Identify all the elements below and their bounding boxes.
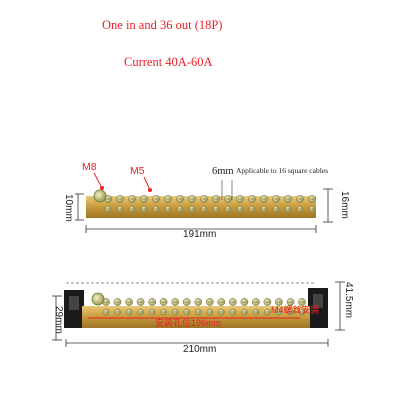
label-screw: M4螺丝安装 bbox=[271, 305, 320, 315]
busbar-2-screws bbox=[91, 292, 306, 316]
dim-29mm-text: 29mm bbox=[53, 306, 64, 334]
current-rating: Current 40A-60A bbox=[124, 55, 213, 69]
input-screw-m8 bbox=[91, 292, 105, 306]
m5-pointer bbox=[143, 176, 151, 191]
product-title: One in and 36 out (18P) bbox=[102, 18, 223, 32]
dim-10mm-text: 10mm bbox=[63, 194, 74, 222]
m8-dot bbox=[100, 186, 104, 190]
m8-pointer bbox=[93, 172, 103, 189]
label-m8: M8 bbox=[82, 161, 97, 173]
note-cables: Applicable to 16 square cables bbox=[236, 166, 329, 175]
label-6mm: 6mm bbox=[212, 166, 234, 177]
label-m5: M5 bbox=[130, 165, 145, 177]
input-screw-m8 bbox=[93, 189, 107, 203]
dim-16mm-text: 16mm bbox=[339, 191, 350, 219]
dim-41mm-text: 41.5mm bbox=[343, 282, 354, 319]
busbar-1-screws bbox=[93, 189, 316, 213]
dim-210mm-text: 210mm bbox=[183, 344, 217, 355]
label-hole-spacing: 安装孔位196mm bbox=[155, 318, 222, 328]
dim-191mm-text: 191mm bbox=[183, 229, 217, 240]
m5-dot bbox=[148, 188, 152, 192]
